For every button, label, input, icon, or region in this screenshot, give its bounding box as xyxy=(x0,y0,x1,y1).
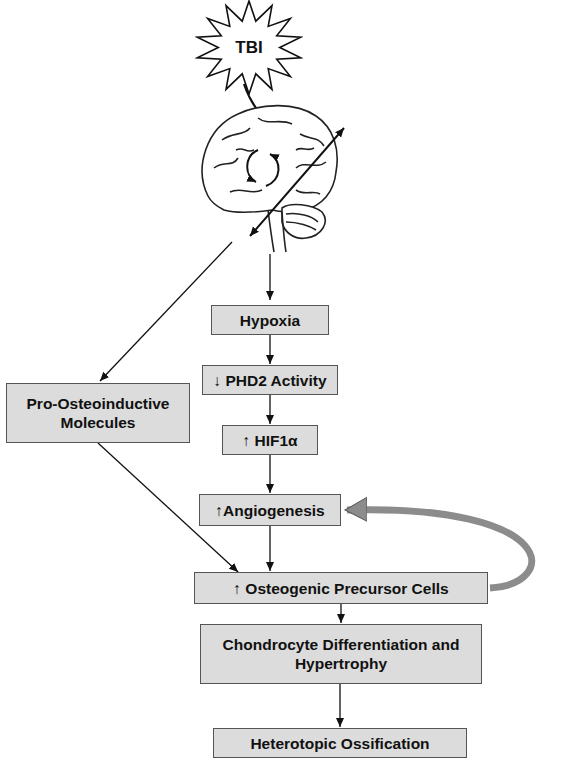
process-box: Chondrocyte Differentiation and Hypertro… xyxy=(200,624,482,684)
flow-arrow xyxy=(269,395,270,424)
rotation-arrow xyxy=(247,150,258,182)
rotation-arrow xyxy=(266,154,279,186)
process-box: ↑ Osteogenic Precursor Cells xyxy=(194,572,488,604)
process-box: Hypoxia xyxy=(211,305,329,335)
node-text: Heterotopic Ossification xyxy=(244,734,435,753)
acceleration-arrow xyxy=(250,128,344,236)
starburst-outline xyxy=(197,1,300,94)
node-text: ↑ Osteogenic Precursor Cells xyxy=(227,579,454,598)
process-box: ↑Angiogenesis xyxy=(199,494,341,526)
flow-arrow xyxy=(269,526,270,571)
flow-arrow xyxy=(269,335,270,364)
process-box: ↓ PHD2 Activity xyxy=(202,365,338,395)
node-text: TBI xyxy=(229,38,268,57)
flow-arrow xyxy=(340,604,341,623)
leader-arrow xyxy=(269,254,270,300)
node-text: Chondrocyte Differentiation and Hypertro… xyxy=(201,635,481,673)
brain-drawing xyxy=(202,106,337,252)
flow-arrow xyxy=(339,684,340,727)
node-text: Pro-Osteoinductive Molecules xyxy=(7,394,189,432)
flow-arrow xyxy=(269,455,270,493)
node-text: ↑Angiogenesis xyxy=(209,501,330,520)
node-text: Hypoxia xyxy=(234,311,306,330)
process-box: ↑ HIF1α xyxy=(222,425,318,455)
node-text: ↑ HIF1α xyxy=(236,431,303,450)
starburst-node: TBI xyxy=(195,0,303,95)
process-box: Pro-Osteoinductive Molecules xyxy=(6,383,190,443)
node-text: ↓ PHD2 Activity xyxy=(207,371,332,390)
process-box: Heterotopic Ossification xyxy=(213,728,467,758)
